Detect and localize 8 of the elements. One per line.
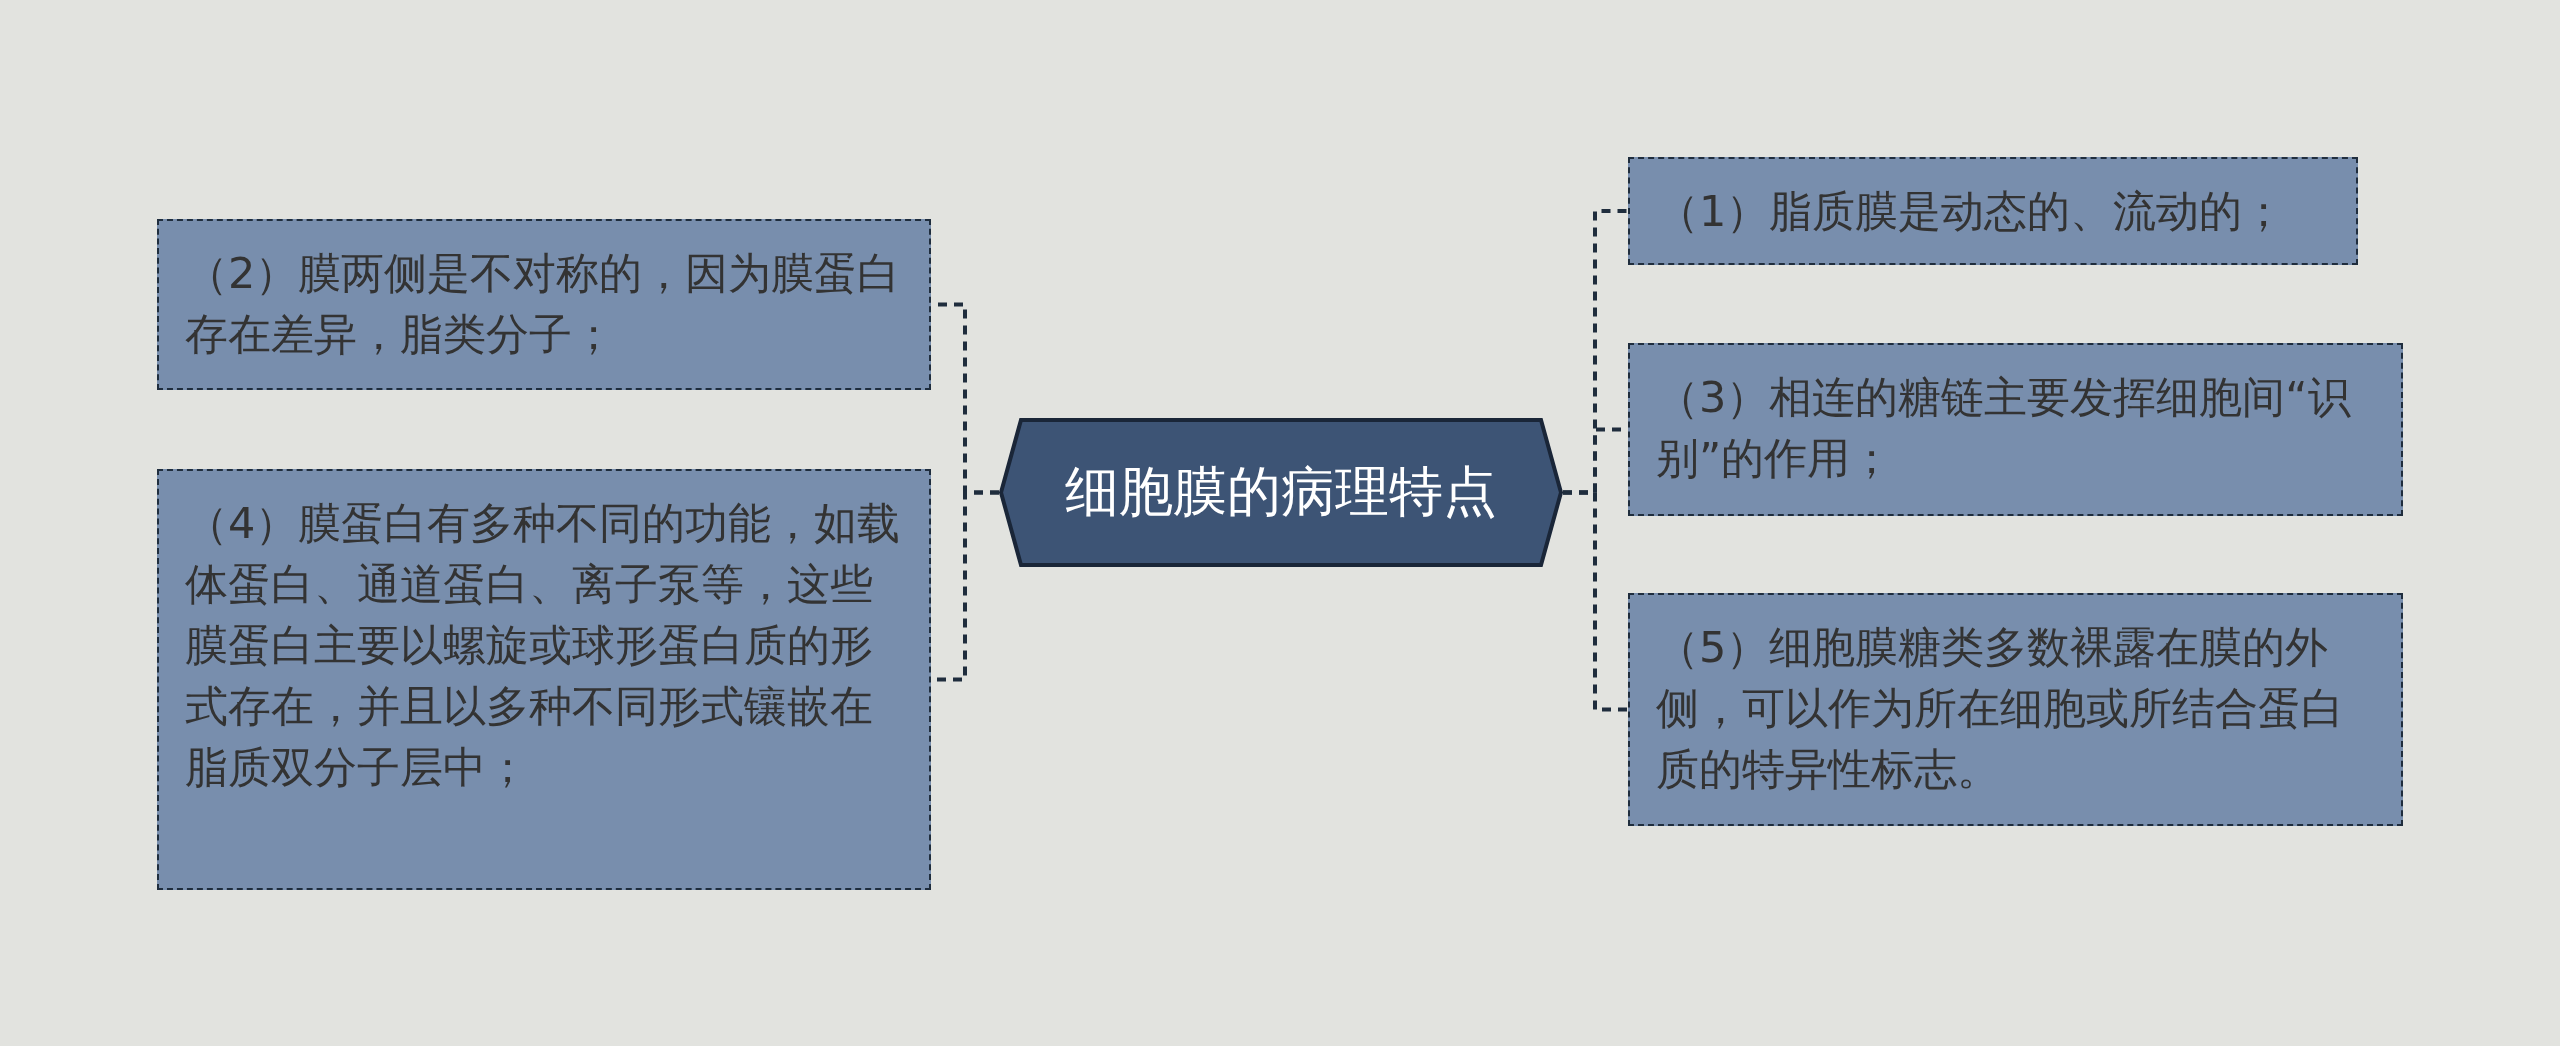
topic-text: 细胞膜的病理特点: [1065, 459, 1497, 525]
note-box: （3）相连的糖链主要发挥细胞间“识别”的作用；: [1628, 343, 2403, 516]
topic-hexagon: [999, 418, 1563, 567]
note-box: （5）细胞膜糖类多数裸露在膜的外侧，可以作为所在细胞或所结合蛋白质的特异性标志。: [1628, 593, 2403, 826]
note-box: （1）脂质膜是动态的、流动的；: [1628, 157, 2358, 265]
note-box: （4）膜蛋白有多种不同的功能，如载体蛋白、通道蛋白、离子泵等，这些膜蛋白主要以螺旋或球形蛋白质的形式存在，并且以多种不同形式镶嵌在脂质双分子层中；: [157, 469, 931, 890]
connector-line: [1563, 490, 1628, 712]
note-box: （2）膜两侧是不对称的，因为膜蛋白存在差异，脂类分子；: [157, 219, 931, 390]
